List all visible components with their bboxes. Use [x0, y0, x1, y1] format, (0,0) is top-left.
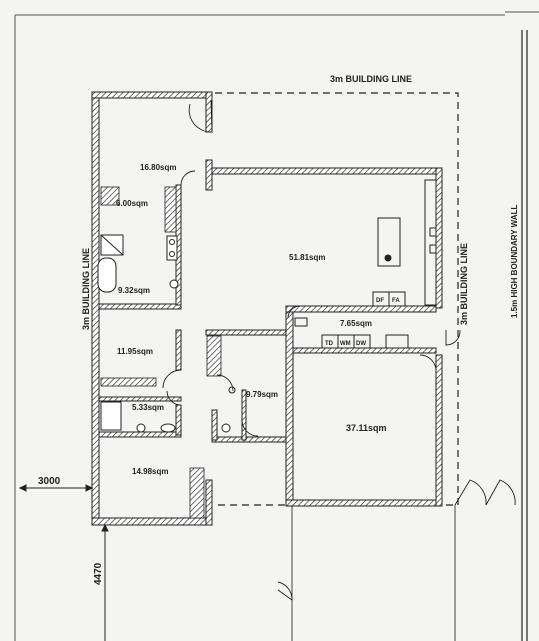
building-line-left-label: 3m BUILDING LINE: [81, 248, 91, 330]
doors: [162, 99, 516, 601]
dimensions: [18, 484, 109, 641]
kitchen: [372, 179, 437, 307]
dimension-3000: 3000: [38, 476, 61, 487]
room-area-wir: 6.00sqm: [116, 199, 148, 208]
room-area-ensuite: 9.32sqm: [118, 286, 150, 295]
room-area-bed2: 11.95sqm: [117, 347, 153, 356]
fixture-wm: WM: [340, 341, 351, 347]
fixture-fa: FA: [392, 298, 400, 304]
room-area-living: 51.81sqm: [289, 253, 325, 262]
building-line-dashed: [215, 92, 459, 506]
dimension-4470: 4470: [93, 562, 104, 585]
room-area-bed1: 16.80sqm: [140, 163, 176, 172]
boundary-wall: [521, 30, 528, 641]
sheet-border: [14, 11, 539, 641]
fixture-td: TD: [325, 341, 334, 347]
room-area-garage: 37.11sqm: [346, 423, 387, 433]
building-line-right-label: 3m BUILDING LINE: [459, 243, 469, 325]
bathroom-fixtures: [97, 234, 236, 433]
robes: [100, 186, 222, 519]
fixture-dw: DW: [356, 341, 366, 347]
room-area-hall: 9.79sqm: [246, 390, 278, 399]
walls: [91, 91, 443, 526]
building-line-top-label: 3m BUILDING LINE: [330, 74, 412, 84]
boundary-wall-label: 1.5m HIGH BOUNDARY WALL: [510, 205, 519, 318]
room-area-laundry: 7.65sqm: [340, 319, 372, 328]
room-area-bed3: 14.98sqm: [132, 467, 168, 476]
fixture-df: DF: [376, 298, 384, 304]
room-area-bath: 5.33sqm: [132, 403, 164, 412]
driveway-lines: [291, 505, 456, 641]
laundry-fixtures: [294, 317, 409, 349]
